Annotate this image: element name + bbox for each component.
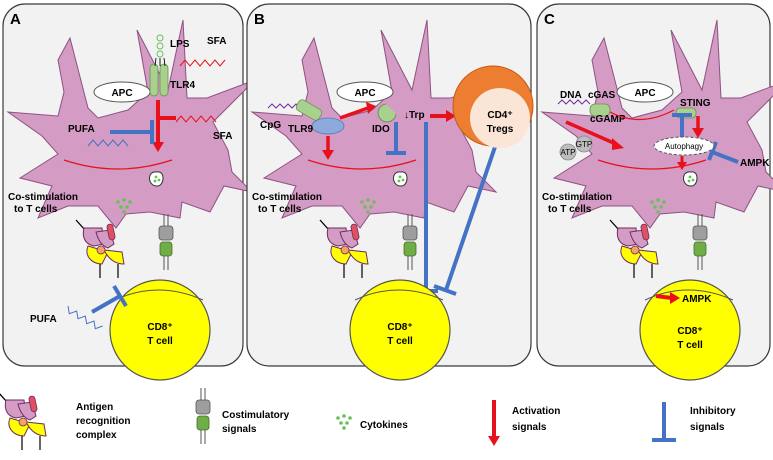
panel-a-letter: A [10,11,21,28]
cd8-label: CD8⁺ [147,322,172,333]
cd8-t-cell [109,279,211,381]
tlr4-receptor [149,63,159,97]
tlr9-receptor [295,99,323,121]
cgamp-label: cGAMP [590,114,626,125]
pufa-chain-tcell [67,305,103,330]
ido-label: IDO [372,124,390,135]
legend-cytokines-label: Cytokines [360,420,408,431]
svg-text:GTP: GTP [576,140,592,149]
pufa-chain-cell [87,139,129,147]
svg-text:signals: signals [222,424,257,435]
legend-antigen-label: Antigen [76,402,113,413]
membrane-arc [597,159,707,170]
treg-label: CD4⁺ [487,110,512,121]
svg-text:to T cells: to T cells [14,204,58,215]
cpg-label: CpG [260,120,281,131]
lps-molecule [154,34,166,67]
costim-label: Co-stimulation [542,192,612,203]
trp-label: ↓Trp [404,110,425,121]
sfa-label-mid: SFA [213,131,232,142]
sting-label: STING [680,98,711,109]
svg-text:recognition: recognition [76,416,130,427]
costim-label: Co-stimulation [8,192,78,203]
pufa-label-cell: PUFA [68,124,95,135]
gtp-molecule [575,135,593,153]
svg-text:signals: signals [690,422,725,433]
cgas-label: cGAS [588,90,616,101]
svg-text:ATP: ATP [561,148,576,157]
svg-text:T cell: T cell [677,340,703,351]
apc-label: APC [354,88,375,99]
svg-text:to T cells: to T cells [258,204,302,215]
autophagosome [653,136,715,156]
tlr9-label: TLR9 [288,124,313,135]
cytokine-vesicle [683,171,698,187]
svg-text:T cell: T cell [147,336,173,347]
ido-enzyme [377,103,397,123]
tlr4-label: TLR4 [170,80,195,91]
legend-activation-label: Activation [512,406,560,417]
panel-a: A APC TLR4 LPS SFA SFA [2,3,256,381]
dna-chain [557,99,591,105]
inhibitory-arrow [672,113,692,140]
cpg-chain [267,103,301,109]
svg-text:to T cells: to T cells [548,204,592,215]
legend-costim-label: Costimulatory [222,410,290,421]
inhibitory-arrow [707,141,739,164]
inhibitory-arrow [110,120,154,144]
legend: Antigen recognition complex Costimulator… [0,387,736,451]
legend-inhibitory-icon [652,402,676,442]
panel-c-letter: C [544,11,555,28]
panel-c: C APC DNA cGAS cGAMP STING [536,3,773,381]
legend-antigen-icon [0,391,47,451]
pufa-label-tcell: PUFA [30,314,57,325]
activation-arrow [339,102,376,120]
sfa-chain-mid [175,115,217,123]
activation-arrow [430,110,456,122]
membrane-arc [307,159,417,170]
costim-label: Co-stimulation [252,192,322,203]
legend-cytokines-icon [336,414,352,430]
activation-arrow [152,100,176,152]
svg-text:complex: complex [76,430,117,441]
legend-costim-icon [195,387,211,445]
svg-text:Tregs: Tregs [487,124,514,135]
apc-nucleus [616,81,674,103]
legend-activation-icon [488,400,500,446]
ampk-tcell-label: AMPK [682,294,712,305]
sfa-label-top: SFA [207,36,226,47]
activation-arrow [692,116,704,138]
dna-label: DNA [560,90,582,101]
svg-text:signals: signals [512,422,547,433]
autophagy-label: Autophagy [665,142,703,151]
cgas-enzyme [589,103,611,117]
sfa-chain-top [179,59,226,67]
endosome [311,117,345,135]
inhibitory-arrow [386,122,406,155]
svg-text:T cell: T cell [387,336,413,347]
activation-arrow [565,120,624,150]
cgamp-path [609,109,675,121]
cd8-label: CD8⁺ [387,322,412,333]
panel-b: B APC CpG TLR9 IDO ↓Trp [246,3,534,381]
cytokine-vesicle [393,171,408,187]
ampk-label: AMPK [740,158,770,169]
panel-b-letter: B [254,11,265,28]
atp-molecule [559,143,577,161]
apc-nucleus [336,81,394,103]
cd8-t-cell [639,279,741,381]
cd8-label: CD8⁺ [677,326,702,337]
lps-label: LPS [170,39,190,50]
apc-label: APC [111,88,132,99]
inhibitory-arrow [433,143,498,296]
cd8-t-cell [349,279,451,381]
legend-inhibitory-label: Inhibitory [690,406,736,417]
apc-label: APC [634,88,655,99]
activation-arrow [655,292,680,304]
inhibitory-arrow-tcell [91,284,128,314]
cytokine-vesicle [149,171,164,187]
membrane-arc [63,159,173,170]
activation-arrow [322,136,334,160]
